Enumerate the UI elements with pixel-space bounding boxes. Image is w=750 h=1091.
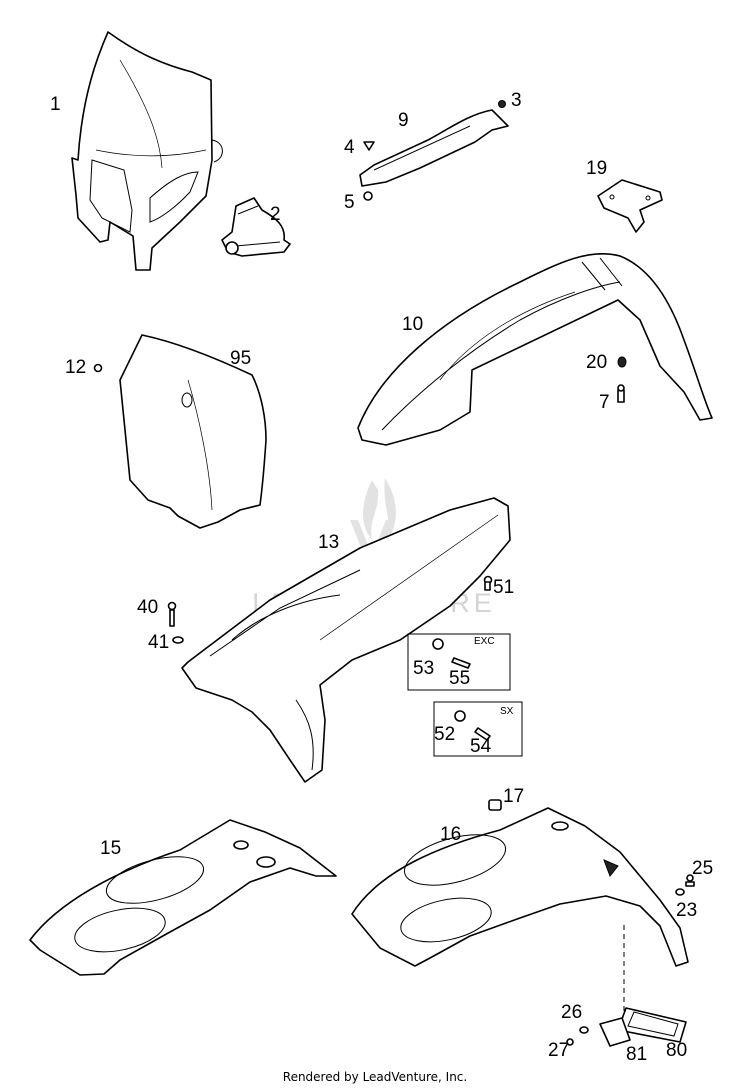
callout-16: 16 bbox=[440, 824, 461, 845]
part-51-screw bbox=[483, 575, 493, 591]
part-25-screw bbox=[685, 874, 695, 887]
part-27-nut bbox=[566, 1038, 574, 1046]
part-40-screw bbox=[167, 601, 177, 627]
callout-51: 51 bbox=[493, 577, 514, 598]
callout-19: 19 bbox=[586, 158, 607, 179]
callout-7: 7 bbox=[599, 392, 610, 413]
part-2-clamp bbox=[221, 197, 291, 257]
callout-53: 53 bbox=[413, 658, 434, 679]
callouts: 1 2 3 4 5 7 9 10 12 13 15 16 17 19 20 23… bbox=[50, 90, 713, 1065]
sx-kit-box: SX bbox=[433, 701, 523, 757]
exc-kit-box: EXC bbox=[407, 633, 511, 691]
callout-80: 80 bbox=[666, 1040, 687, 1061]
part-7-screw bbox=[617, 384, 625, 403]
part-81-bracket bbox=[599, 1017, 631, 1047]
callout-25: 25 bbox=[692, 858, 713, 879]
callout-52: 52 bbox=[434, 724, 455, 745]
part-9-plate bbox=[359, 109, 509, 187]
part-19-bracket bbox=[597, 179, 663, 233]
part-23-washer bbox=[675, 888, 685, 896]
part-3-screw bbox=[498, 100, 506, 108]
part-5-nut bbox=[363, 191, 373, 201]
callout-5: 5 bbox=[344, 192, 355, 213]
callout-12: 12 bbox=[65, 357, 86, 378]
callout-3: 3 bbox=[511, 90, 522, 111]
part-4-screw bbox=[363, 141, 375, 151]
callout-81: 81 bbox=[626, 1044, 647, 1065]
callout-40: 40 bbox=[137, 597, 158, 618]
part-13-rear-fender bbox=[181, 497, 511, 783]
callout-15: 15 bbox=[100, 838, 121, 859]
callout-55: 55 bbox=[449, 668, 470, 689]
part-16-tank-shroud bbox=[351, 807, 689, 967]
callout-95: 95 bbox=[230, 348, 251, 369]
callout-20: 20 bbox=[586, 352, 607, 373]
part-41-washer bbox=[172, 636, 184, 644]
part-15-tank-shroud bbox=[29, 819, 337, 976]
part-26-washer bbox=[579, 1026, 589, 1034]
callout-26: 26 bbox=[561, 1002, 582, 1023]
footer-credit: Rendered by LeadVenture, Inc. bbox=[283, 1070, 467, 1084]
callout-2: 2 bbox=[270, 204, 281, 225]
callout-13: 13 bbox=[318, 532, 339, 553]
callout-10: 10 bbox=[402, 314, 423, 335]
part-10-front-fender bbox=[357, 252, 713, 446]
part-1-headlight-mask bbox=[71, 31, 223, 271]
callout-23: 23 bbox=[676, 900, 697, 921]
callout-1: 1 bbox=[50, 94, 61, 115]
callout-54: 54 bbox=[470, 736, 492, 757]
part-17-nut bbox=[488, 799, 502, 811]
part-95-number-plate bbox=[119, 334, 267, 529]
callout-17: 17 bbox=[503, 786, 524, 807]
sx-box-label: SX bbox=[500, 706, 514, 717]
callout-9: 9 bbox=[398, 110, 409, 131]
part-20-grommet bbox=[617, 356, 627, 368]
callout-41: 41 bbox=[148, 632, 169, 653]
part-12-screw bbox=[93, 363, 103, 373]
callout-27: 27 bbox=[548, 1040, 569, 1061]
callout-4: 4 bbox=[344, 137, 355, 158]
exc-box-label: EXC bbox=[474, 636, 495, 647]
